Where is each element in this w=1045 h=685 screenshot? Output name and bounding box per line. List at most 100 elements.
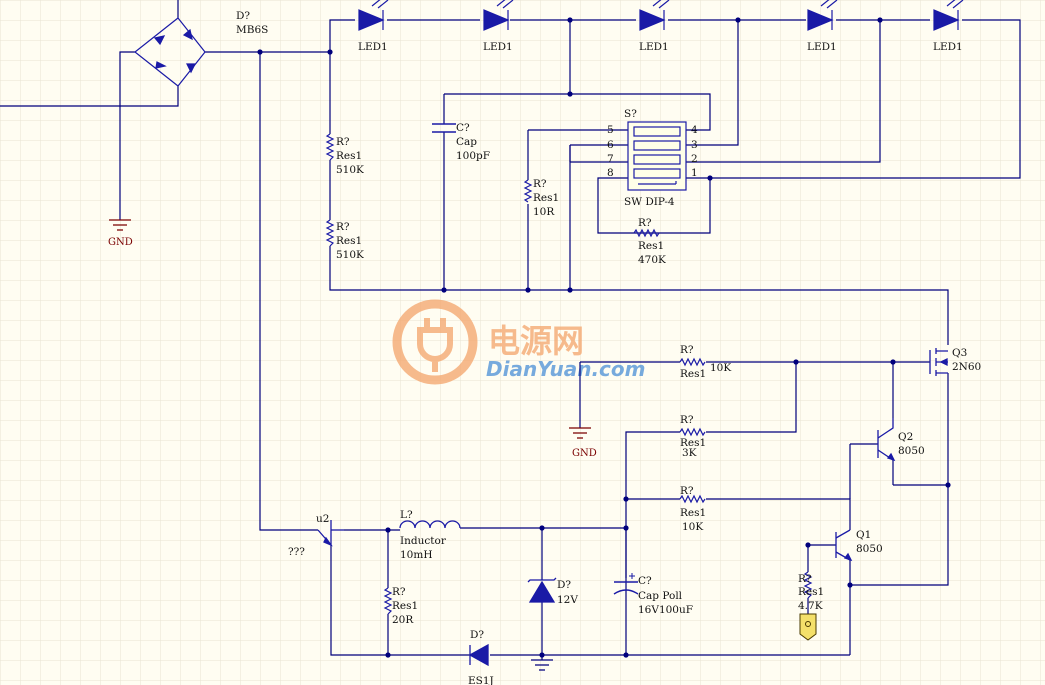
bridge-ref: D? (236, 10, 250, 22)
gnd-mid-label: GND (572, 448, 597, 459)
capacitor-poll (613, 573, 639, 595)
r-top1-type: Res1 (336, 150, 362, 162)
r-top2-body (325, 219, 335, 247)
cap-top-ref: C? (456, 122, 470, 134)
r-10r-body (523, 179, 533, 203)
led-4 (807, 0, 838, 31)
r-470k-ref: R? (638, 217, 652, 229)
inductor (399, 520, 461, 529)
zener-ref: D? (557, 579, 571, 591)
cap-top-value: 100pF (456, 150, 490, 162)
q2-ref: Q2 (898, 431, 913, 443)
r-10k-a-body (679, 357, 706, 367)
r-10k-a-type: Res1 (680, 368, 706, 380)
inductor-ref: L? (400, 509, 413, 521)
r-10k-b-type: Res1 (680, 507, 706, 519)
cap-poll-ref: C? (638, 575, 652, 587)
led-2-label: LED1 (483, 41, 513, 53)
mosfet-q3 (929, 348, 948, 376)
r-20r-value: 20R (392, 614, 414, 626)
r-10k-a-ref: R? (680, 344, 694, 356)
watermark-cn: 电源网 (488, 322, 584, 360)
es1j-value: ES1J (468, 675, 494, 685)
r-3k-type: Res1 (680, 437, 706, 449)
q3-value: 2N60 (952, 361, 981, 373)
dip-pin-5: 5 (607, 124, 614, 136)
dip-type: SW DIP-4 (624, 196, 675, 208)
r-4k7-ref: R? (798, 573, 812, 585)
r-10r-type: Res1 (533, 192, 559, 204)
r-10k-b-body (679, 494, 706, 504)
dip-pin-4: 4 (691, 124, 698, 136)
watermark-plug-icon (392, 299, 478, 385)
r-top1-ref: R? (336, 136, 350, 148)
gnd-left-label: GND (108, 237, 133, 248)
r-20r-body (383, 587, 393, 615)
junctions (257, 17, 951, 658)
r-470k-value: 470K (638, 254, 666, 266)
r-10r-ref: R? (533, 178, 547, 190)
bridge-value: MB6S (236, 24, 268, 36)
dip-pin-2: 2 (691, 153, 698, 165)
q3-ref: Q3 (952, 347, 967, 359)
capacitor-top (432, 123, 456, 133)
r-3k-value: 3K (682, 447, 697, 459)
dip-pin-7: 7 (607, 153, 614, 165)
bridge-rectifier (134, 17, 206, 87)
led-string (358, 0, 964, 31)
watermark: 电源网 DianYuan.com (392, 299, 645, 385)
r-10k-a-value: 10K (710, 362, 731, 374)
dip-ref: S? (624, 108, 637, 120)
r-20r-type: Res1 (392, 600, 418, 612)
r-10k-b-value: 10K (682, 521, 703, 533)
dip-switch (627, 121, 687, 191)
r-4k7-type: Res1 (798, 586, 824, 598)
r-3k-body (679, 427, 706, 437)
wires (0, 0, 1021, 660)
watermark-en: DianYuan.com (486, 357, 645, 381)
u2-value: ??? (288, 546, 305, 558)
zener-value: 12V (557, 594, 578, 606)
u2-ref: u2 (316, 513, 329, 525)
resistors (325, 133, 813, 615)
inductor-type: Inductor (400, 535, 447, 547)
r-20r-ref: R? (392, 586, 406, 598)
q2-value: 8050 (898, 445, 925, 457)
ground-symbols (109, 219, 591, 671)
r-10k-b-ref: R? (680, 485, 694, 497)
connector-pin-icon (799, 613, 817, 641)
r-10r-value: 10R (533, 206, 555, 218)
transistor-q1 (835, 529, 853, 562)
cap-poll-value: 16V100uF (638, 604, 693, 616)
led-5 (933, 0, 964, 31)
led-3 (639, 0, 670, 31)
inductor-value: 10mH (400, 549, 432, 561)
dip-pin-6: 6 (607, 139, 614, 151)
es1j-ref: D? (470, 629, 484, 641)
q1-ref: Q1 (856, 529, 871, 541)
r-top1-value: 510K (336, 164, 364, 176)
r-top2-ref: R? (336, 221, 350, 233)
r-top2-type: Res1 (336, 235, 362, 247)
cap-poll-type: Cap Poll (638, 590, 683, 602)
r-3k-ref: R? (680, 414, 694, 426)
led-1 (358, 0, 389, 31)
r-top1-body (325, 133, 335, 161)
r-470k-body (633, 228, 660, 238)
led-3-label: LED1 (639, 41, 669, 53)
r-top2-value: 510K (336, 249, 364, 261)
dip-pin-8: 8 (607, 167, 614, 179)
led-5-label: LED1 (933, 41, 963, 53)
transistor-q2 (877, 418, 896, 462)
q1-value: 8050 (856, 543, 883, 555)
cap-top-type: Cap (456, 136, 477, 148)
led-1-label: LED1 (358, 41, 388, 53)
r-4k7-value: 4.7K (798, 600, 823, 612)
dip-pin-1: 1 (691, 167, 698, 179)
led-2 (483, 0, 514, 31)
transistor-u2 (317, 520, 344, 547)
led-4-label: LED1 (807, 41, 837, 53)
r-4k7-body (803, 571, 813, 599)
